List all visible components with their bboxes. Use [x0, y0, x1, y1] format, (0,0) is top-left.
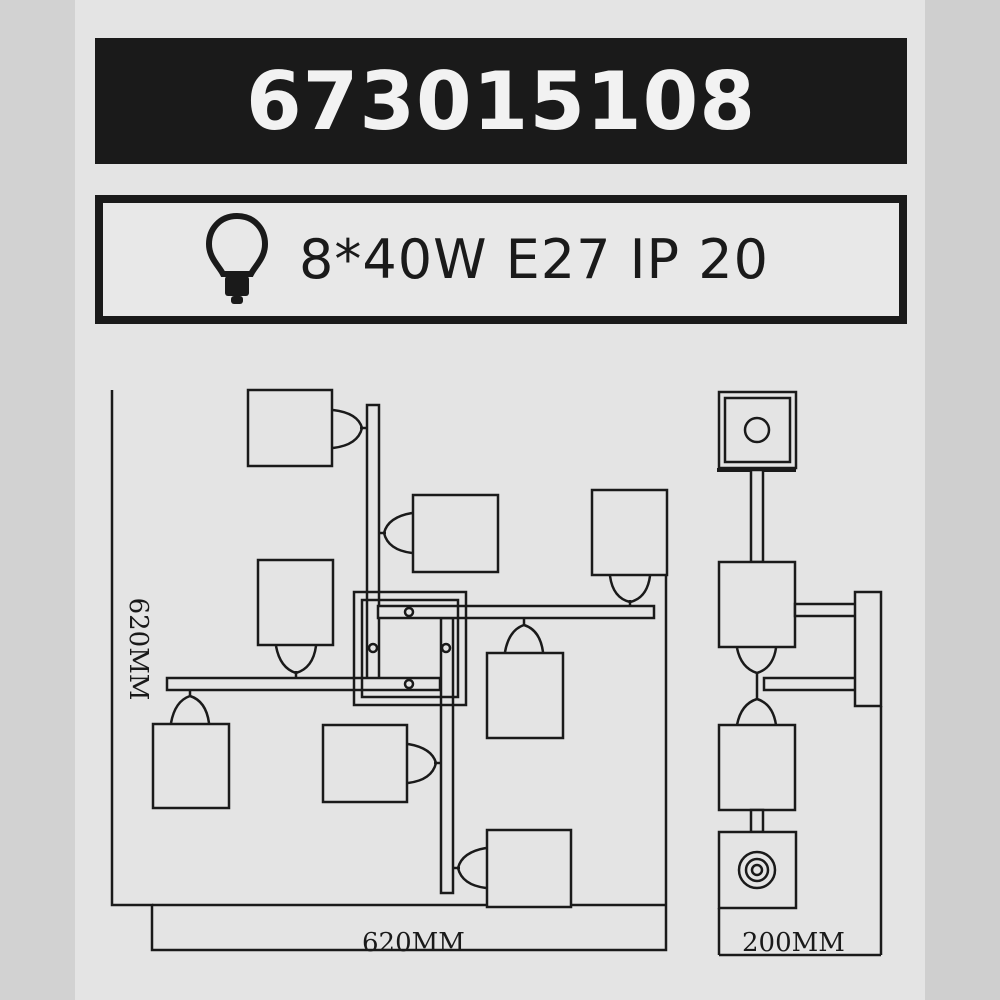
spec-text: 8*40W E27 IP 20: [299, 228, 769, 291]
lamp-shade: [411, 493, 500, 574]
background-margin-left: [0, 0, 75, 1000]
height-dimension-label: 620MM: [123, 597, 153, 701]
lamp-shade: [321, 723, 409, 804]
side-view-ceiling-plate: [717, 390, 798, 470]
side-view-shade: [717, 560, 797, 649]
background-margin-right: [925, 0, 1000, 1000]
lamp-shade: [485, 828, 573, 909]
lamp-shade: [590, 488, 669, 577]
width-dimension-label: 620MM: [362, 928, 465, 958]
horizontal-arm-right: [376, 604, 656, 620]
side-view-mount: [853, 590, 883, 708]
dimension-frame: [110, 390, 668, 952]
depth-dimension-label: 200MM: [742, 928, 845, 958]
light-bulb-icon: [205, 212, 269, 304]
lamp-shade: [246, 388, 334, 468]
side-view-arm: [762, 676, 859, 692]
lamp-shade: [485, 651, 565, 740]
horizontal-arm-left: [165, 676, 442, 692]
center-plate: [352, 590, 468, 707]
lamp-shade: [151, 722, 231, 810]
spec-box: 8*40W E27 IP 20: [95, 195, 907, 324]
side-view-arm: [793, 602, 859, 618]
lamp-shade: [256, 558, 335, 647]
side-view-base: [717, 830, 798, 910]
model-code: 673015108: [246, 54, 756, 148]
side-view-shade: [717, 723, 797, 812]
side-dimension-line: [717, 706, 883, 957]
model-code-banner: 673015108: [95, 38, 907, 164]
vertical-arm-bottom: [439, 616, 455, 895]
